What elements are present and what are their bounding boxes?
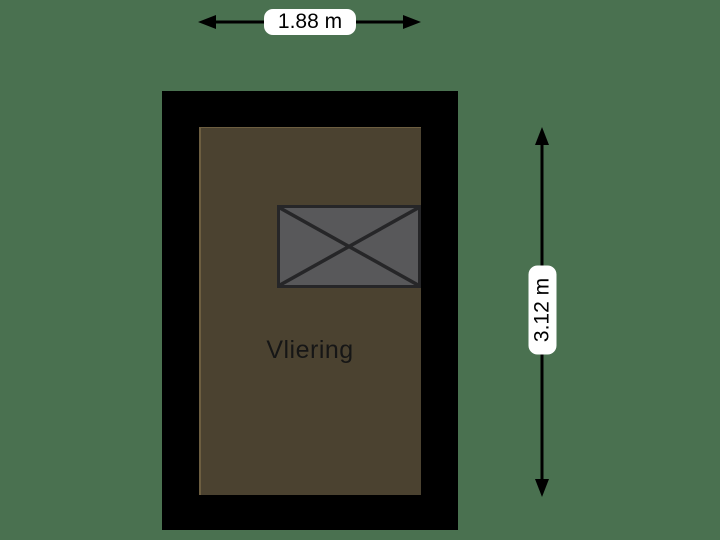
room-label: Vliering	[266, 336, 354, 364]
diagonal-cross-icon	[280, 208, 418, 285]
void-box	[277, 205, 421, 288]
width-dimension-label: 1.88 m	[264, 9, 356, 35]
height-dimension-label: 3.12 m	[528, 265, 557, 355]
room-floor	[199, 127, 421, 495]
